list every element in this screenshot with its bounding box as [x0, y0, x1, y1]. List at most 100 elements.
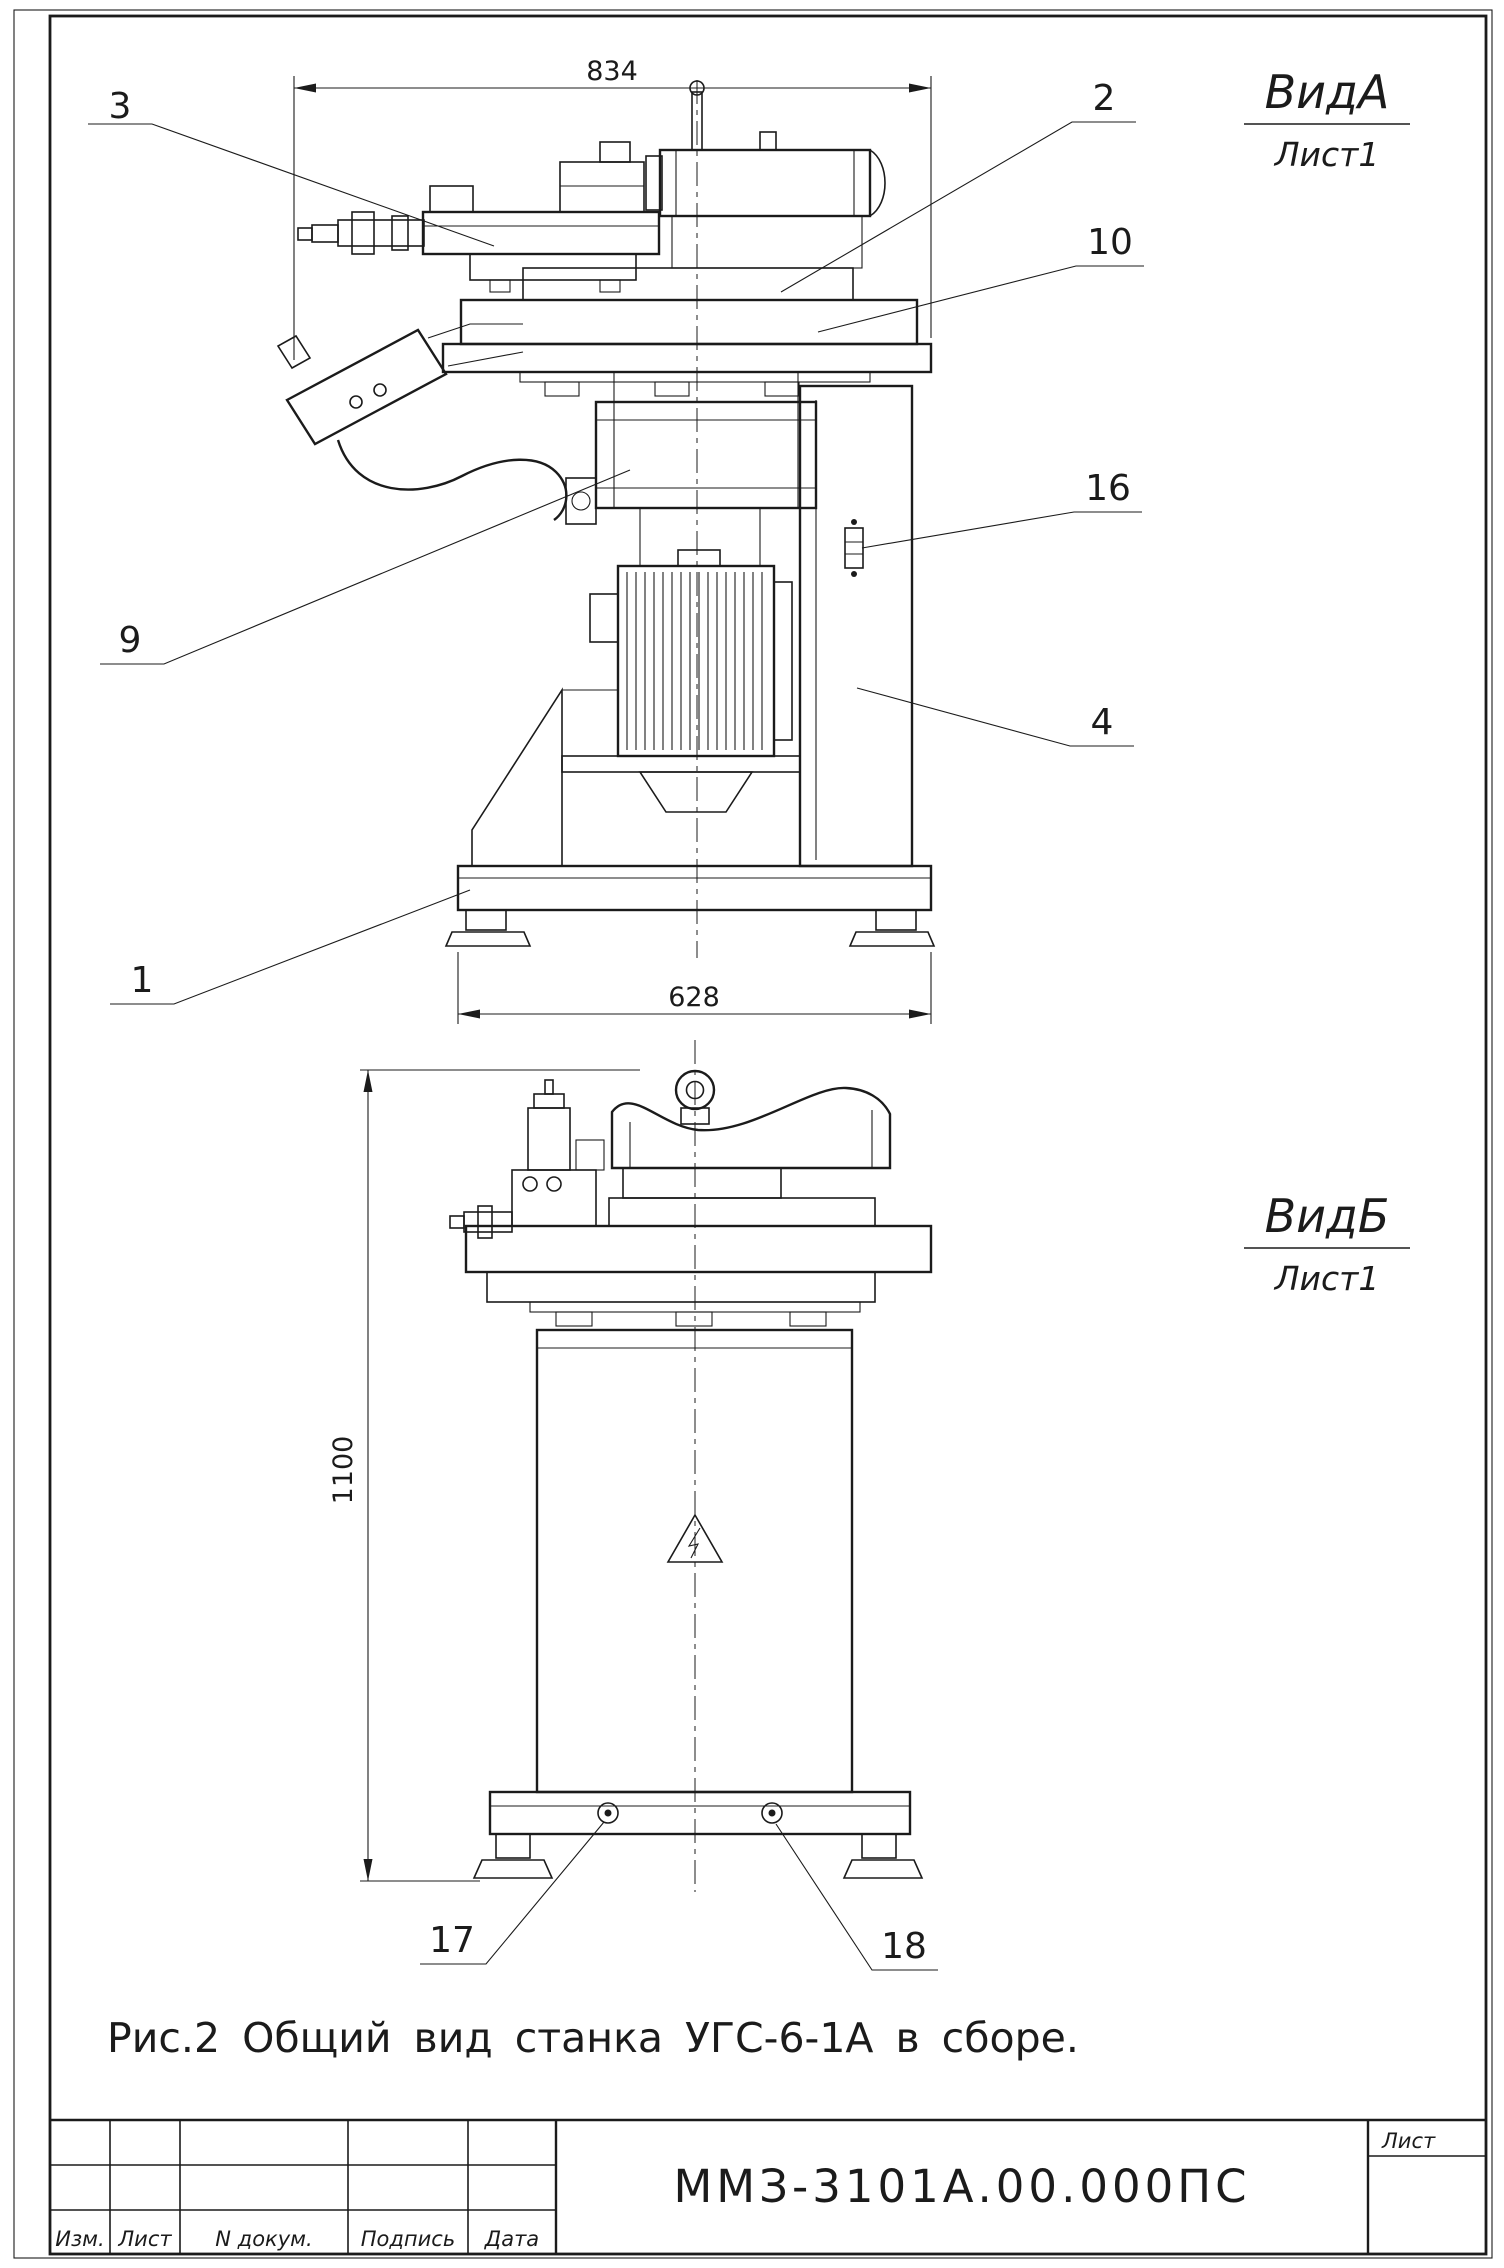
dim-top-width-label: 834 [586, 56, 638, 87]
right-foot-front [861, 1833, 897, 1859]
motor-top-cap [677, 549, 721, 567]
spindle-collar [351, 211, 375, 255]
head-arm [427, 323, 524, 367]
anchor-bolt-18 [761, 1802, 783, 1824]
spindle-head [297, 141, 661, 367]
figure-caption: Рис.2 Общий вид станка УГС-6-1А в сборе. [107, 2014, 1079, 2062]
sheet-header-cell: Лист [1381, 2129, 1436, 2153]
motor-shelf [561, 755, 801, 773]
electric-motor [589, 549, 793, 813]
left-foot-pad [444, 931, 532, 947]
motor-terminal-box [589, 593, 619, 643]
view-a-label: ВидА Лист1 [1244, 65, 1410, 174]
table-upper-layer [522, 267, 854, 301]
motor-lower-housing [638, 771, 754, 813]
col-data-label: Дата [484, 2227, 539, 2251]
left-pad-front [472, 1859, 554, 1879]
pendant-connector [276, 334, 312, 370]
callout-2: 2 [780, 78, 1136, 293]
warning-triangle-icon [666, 1513, 724, 1563]
control-pendant [276, 328, 568, 521]
callout-16: 16 [861, 468, 1142, 549]
callout-2-label: 2 [1093, 78, 1116, 119]
col-ndoc-label: N докум. [215, 2227, 312, 2251]
spindle-tip [311, 224, 339, 243]
callout-17-label: 17 [429, 1920, 475, 1961]
inner-border [48, 14, 1488, 2256]
dim-base-width-label: 628 [668, 982, 720, 1013]
mid-housing-bracket [565, 477, 597, 525]
callout-10-label: 10 [1087, 222, 1133, 263]
pendant-button-icon [349, 395, 363, 409]
view-b-sheet-ref: Лист1 [1274, 1259, 1380, 1298]
table-disc [459, 298, 919, 346]
side-gearbox [449, 1079, 605, 1239]
front-slant-support [471, 687, 563, 867]
callout-3: 3 [88, 86, 495, 247]
view-b-title: ВидБ [1265, 1189, 1390, 1243]
dimension-1100: 1100 [328, 1069, 640, 1882]
right-foot [875, 909, 917, 931]
base-plate [444, 864, 936, 947]
view-a-drawing [276, 80, 936, 958]
dimension-834: 834 [293, 56, 932, 360]
rear-column [798, 384, 914, 868]
right-pad-front [842, 1859, 924, 1879]
callout-4: 4 [856, 687, 1134, 747]
callout-9-label: 9 [119, 620, 142, 661]
title-block: ММЗ-3101А.00.000ПС Лист Изм. Лист N доку… [50, 2118, 1486, 2254]
view-b-drawing [449, 1040, 933, 1892]
right-foot-pad [848, 931, 936, 947]
callout-1: 1 [110, 889, 471, 1005]
callout-9: 9 [100, 469, 631, 665]
view-a-title: ВидА [1265, 65, 1390, 119]
groove-wheel [610, 1086, 892, 1170]
lightning-icon [687, 1527, 701, 1559]
callout-1-label: 1 [131, 960, 154, 1001]
bolt-head-icon [546, 1176, 562, 1192]
col-podpis-label: Подпись [361, 2227, 455, 2251]
callout-10: 10 [817, 222, 1144, 333]
base-front [472, 1790, 924, 1879]
spindle-shaft [337, 219, 425, 247]
lifting-eye [674, 1069, 716, 1125]
outer-border [13, 9, 1493, 2259]
view-a-sheet-ref: Лист1 [1274, 135, 1380, 174]
pendant-body [285, 328, 448, 446]
callout-17: 17 [420, 1821, 605, 1965]
top-roller [645, 80, 886, 269]
col-list-label: Лист [117, 2227, 172, 2251]
machine-frame [471, 384, 914, 868]
motor-fins [626, 572, 763, 750]
border-frame [13, 9, 1493, 2259]
rotary-table-front [464, 1167, 933, 1327]
pendant-cable [336, 439, 568, 521]
vertical-pin [691, 91, 703, 151]
mid-housing [565, 372, 818, 566]
roller-support [671, 215, 863, 269]
dimension-628: 628 [457, 952, 932, 1024]
left-foot-front [495, 1833, 531, 1859]
head-base-plate [469, 253, 637, 281]
callout-3-label: 3 [109, 86, 132, 127]
roller-left-cap [645, 155, 663, 211]
table-flange [441, 342, 933, 374]
document-number: ММЗ-3101А.00.000ПС [673, 2160, 1250, 2213]
head-bracket [559, 161, 645, 213]
callout-18: 18 [775, 1823, 938, 1971]
front-spindle [463, 1211, 513, 1233]
table-disc-front [464, 1224, 933, 1274]
pendant-button-icon [373, 383, 387, 397]
callout-18-label: 18 [881, 1926, 927, 1967]
anchor-bolt-17 [597, 1802, 619, 1824]
roller-stud [759, 131, 777, 151]
rotary-table [441, 267, 933, 397]
callout-4-label: 4 [1091, 702, 1114, 743]
motor-end-cap [773, 581, 793, 741]
view-b-label: ВидБ Лист1 [1244, 1189, 1410, 1298]
col-izm-label: Изм. [55, 2227, 104, 2251]
left-foot [465, 909, 507, 931]
dim-height-label: 1100 [328, 1436, 359, 1505]
switch-bracket-16 [844, 519, 864, 577]
